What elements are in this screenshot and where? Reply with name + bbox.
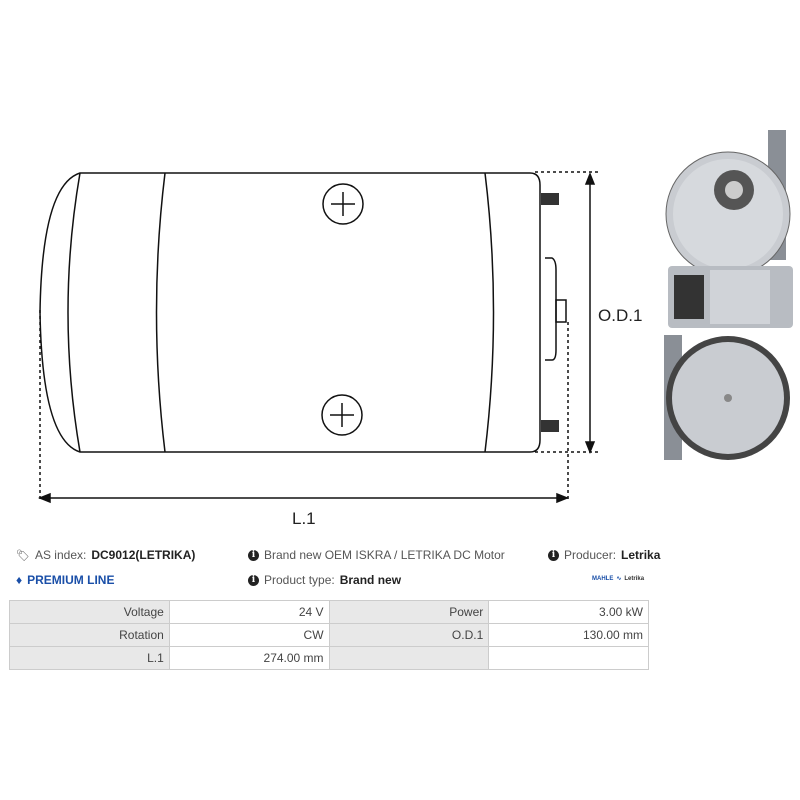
brand-logo: MAHLE ∿ Letrika: [592, 575, 645, 583]
info-icon: i: [548, 549, 559, 561]
info-icon: i: [248, 549, 259, 561]
terminal-stud-top: [541, 193, 559, 205]
motor-dimension-drawing: O.D.1 L.1: [37, 171, 642, 528]
length-label: L.1: [292, 509, 316, 528]
producer: i Producer: Letrika: [548, 548, 660, 562]
product-type: i Product type: Brand new: [248, 573, 401, 587]
wave-icon: ∿: [616, 576, 622, 582]
photo-front-view: [665, 130, 791, 277]
premium-line-badge: ♦ PREMIUM LINE: [16, 573, 115, 587]
terminal-stud-bottom: [541, 420, 559, 432]
info-icon: i: [248, 574, 259, 586]
od-label: O.D.1: [598, 306, 642, 325]
photo-rear-view: [664, 335, 790, 460]
product-photos: [664, 130, 793, 460]
photo-side-view: [668, 266, 793, 328]
tag-icon: 🏷: [16, 549, 30, 562]
description: i Brand new OEM ISKRA / LETRIKA DC Motor: [248, 548, 505, 562]
diamond-icon: ♦: [16, 573, 23, 587]
as-index-value[interactable]: DC9012(LETRIKA): [91, 548, 196, 562]
as-index: 🏷 AS index: DC9012(LETRIKA): [16, 548, 196, 562]
